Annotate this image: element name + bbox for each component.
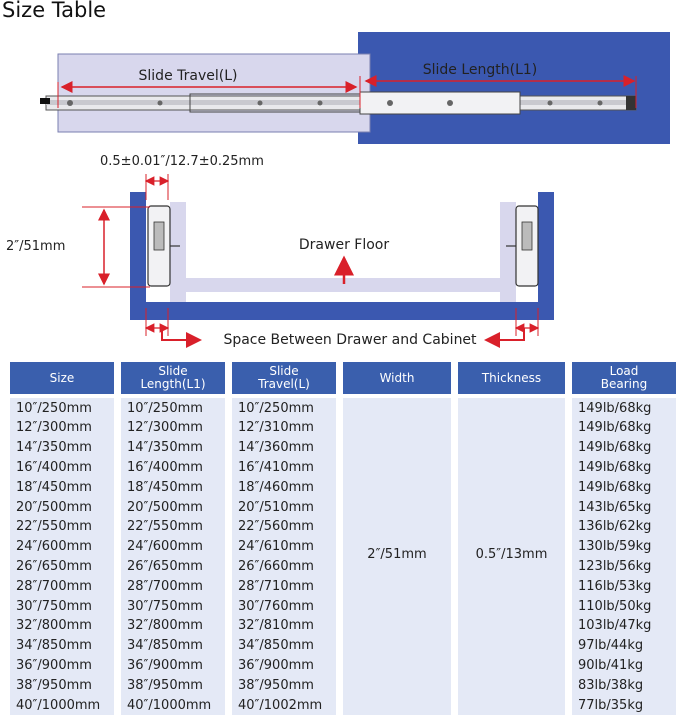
cell-size: 40″/1000mm (16, 697, 101, 713)
cell-size: 22″/550mm (16, 519, 92, 535)
extended-slide-diagram: Slide Travel(L) Slide Length(L1) (40, 32, 670, 144)
cell-size: 24″/600mm (16, 539, 92, 555)
cell-slide-length: 34″/850mm (127, 638, 203, 654)
cell-load-bearing: 103lb/47kg (578, 618, 652, 634)
cell-slide-length: 22″/550mm (127, 519, 203, 535)
cell-slide-length: 32″/800mm (127, 618, 203, 634)
header-thickness: Thickness (458, 362, 565, 394)
cell-slide-length: 38″/950mm (127, 677, 203, 693)
header-load-bearing: Load Bearing (572, 362, 676, 394)
cell-load-bearing: 97lb/44kg (578, 638, 644, 654)
slide-rail (40, 91, 637, 115)
cell-slide-travel: 28″/710mm (238, 578, 314, 594)
cell-slide-length: 28″/700mm (127, 578, 203, 594)
cell-size: 28″/700mm (16, 578, 92, 594)
cell-load-bearing: 116lb/53kg (578, 578, 652, 594)
column-thickness-background (458, 398, 565, 715)
cell-slide-travel: 34″/850mm (238, 638, 314, 654)
cell-load-bearing: 143lb/65kg (578, 499, 652, 515)
cell-size: 38″/950mm (16, 677, 92, 693)
cell-slide-length: 30″/750mm (127, 598, 203, 614)
header-slide-length: Slide Length(L1) (121, 362, 225, 394)
width-value: 2″/51mm (367, 547, 427, 563)
cell-load-bearing: 130lb/59kg (578, 539, 652, 555)
cell-load-bearing: 149lb/68kg (578, 479, 652, 495)
left-slide-profile (147, 205, 180, 287)
slide-length-label: Slide Length(L1) (423, 62, 538, 78)
cell-size: 36″/900mm (16, 657, 92, 673)
cell-load-bearing: 149lb/68kg (578, 400, 652, 416)
cell-size: 12″/300mm (16, 420, 92, 436)
cabinet-body (358, 32, 670, 144)
space-label: Space Between Drawer and Cabinet (223, 332, 477, 348)
cell-size: 14″/350mm (16, 440, 92, 456)
cell-size: 26″/650mm (16, 558, 92, 574)
cell-slide-length: 16″/400mm (127, 459, 203, 475)
cell-load-bearing: 110lb/50kg (578, 598, 652, 614)
cell-size: 16″/400mm (16, 459, 92, 475)
cell-slide-travel: 22″/560mm (238, 519, 314, 535)
cell-slide-length: 18″/450mm (127, 479, 203, 495)
cell-size: 10″/250mm (16, 400, 92, 416)
cell-load-bearing: 149lb/68kg (578, 459, 652, 475)
height-label: 2″/51mm (6, 239, 65, 254)
cell-slide-travel: 26″/660mm (238, 558, 314, 574)
header-width: Width (343, 362, 451, 394)
cell-size: 20″/500mm (16, 499, 92, 515)
cell-slide-travel: 38″/950mm (238, 677, 314, 693)
cell-size: 32″/800mm (16, 618, 92, 634)
column-width-background (343, 398, 451, 715)
column-slide-travel-background (232, 398, 336, 715)
cell-slide-travel: 14″/360mm (238, 440, 314, 456)
cell-slide-travel: 32″/810mm (238, 618, 314, 634)
drawer-cross-section (170, 202, 516, 302)
drawer-side (57, 53, 371, 133)
header-size: Size (10, 362, 114, 394)
cell-slide-length: 20″/500mm (127, 499, 203, 515)
column-load-bearing-background (572, 398, 676, 715)
cell-slide-travel: 20″/510mm (238, 499, 314, 515)
cell-load-bearing: 77lb/35kg (578, 697, 644, 713)
right-slide-profile (506, 205, 539, 287)
column-slide-length-background (121, 398, 225, 715)
cell-load-bearing: 83lb/38kg (578, 677, 644, 693)
cell-load-bearing: 123lb/56kg (578, 558, 652, 574)
cross-section-diagram: 0.5±0.01″/12.7±0.25mm 2″/51mm Drawer Flo… (6, 154, 554, 348)
cell-slide-travel: 40″/1002mm (238, 697, 323, 713)
cell-slide-travel: 10″/250mm (238, 400, 314, 416)
cell-slide-length: 10″/250mm (127, 400, 203, 416)
cell-load-bearing: 136lb/62kg (578, 519, 652, 535)
cell-slide-length: 24″/600mm (127, 539, 203, 555)
cell-load-bearing: 90lb/41kg (578, 657, 644, 673)
cell-slide-travel: 36″/900mm (238, 657, 314, 673)
cell-slide-length: 36″/900mm (127, 657, 203, 673)
cell-slide-travel: 16″/410mm (238, 459, 314, 475)
cell-slide-travel: 30″/760mm (238, 598, 314, 614)
page-title: Size Table (2, 0, 107, 22)
column-size-background (10, 398, 114, 715)
cell-size: 18″/450mm (16, 479, 92, 495)
cell-slide-length: 26″/650mm (127, 558, 203, 574)
cell-slide-travel: 12″/310mm (238, 420, 314, 436)
cell-slide-travel: 24″/610mm (238, 539, 314, 555)
cabinet-cross-section (130, 192, 554, 320)
cell-size: 30″/750mm (16, 598, 92, 614)
clearance-label: 0.5±0.01″/12.7±0.25mm (100, 154, 264, 169)
thickness-value: 0.5″/13mm (475, 547, 548, 563)
drawer-floor-label: Drawer Floor (299, 237, 389, 253)
cell-load-bearing: 149lb/68kg (578, 420, 652, 436)
cell-slide-travel: 18″/460mm (238, 479, 314, 495)
cell-size: 34″/850mm (16, 638, 92, 654)
cell-slide-length: 12″/300mm (127, 420, 203, 436)
cell-load-bearing: 149lb/68kg (578, 440, 652, 456)
slide-travel-label: Slide Travel(L) (139, 68, 238, 84)
cell-slide-length: 40″/1000mm (127, 697, 212, 713)
cell-slide-length: 14″/350mm (127, 440, 203, 456)
header-slide-travel: Slide Travel(L) (232, 362, 336, 394)
